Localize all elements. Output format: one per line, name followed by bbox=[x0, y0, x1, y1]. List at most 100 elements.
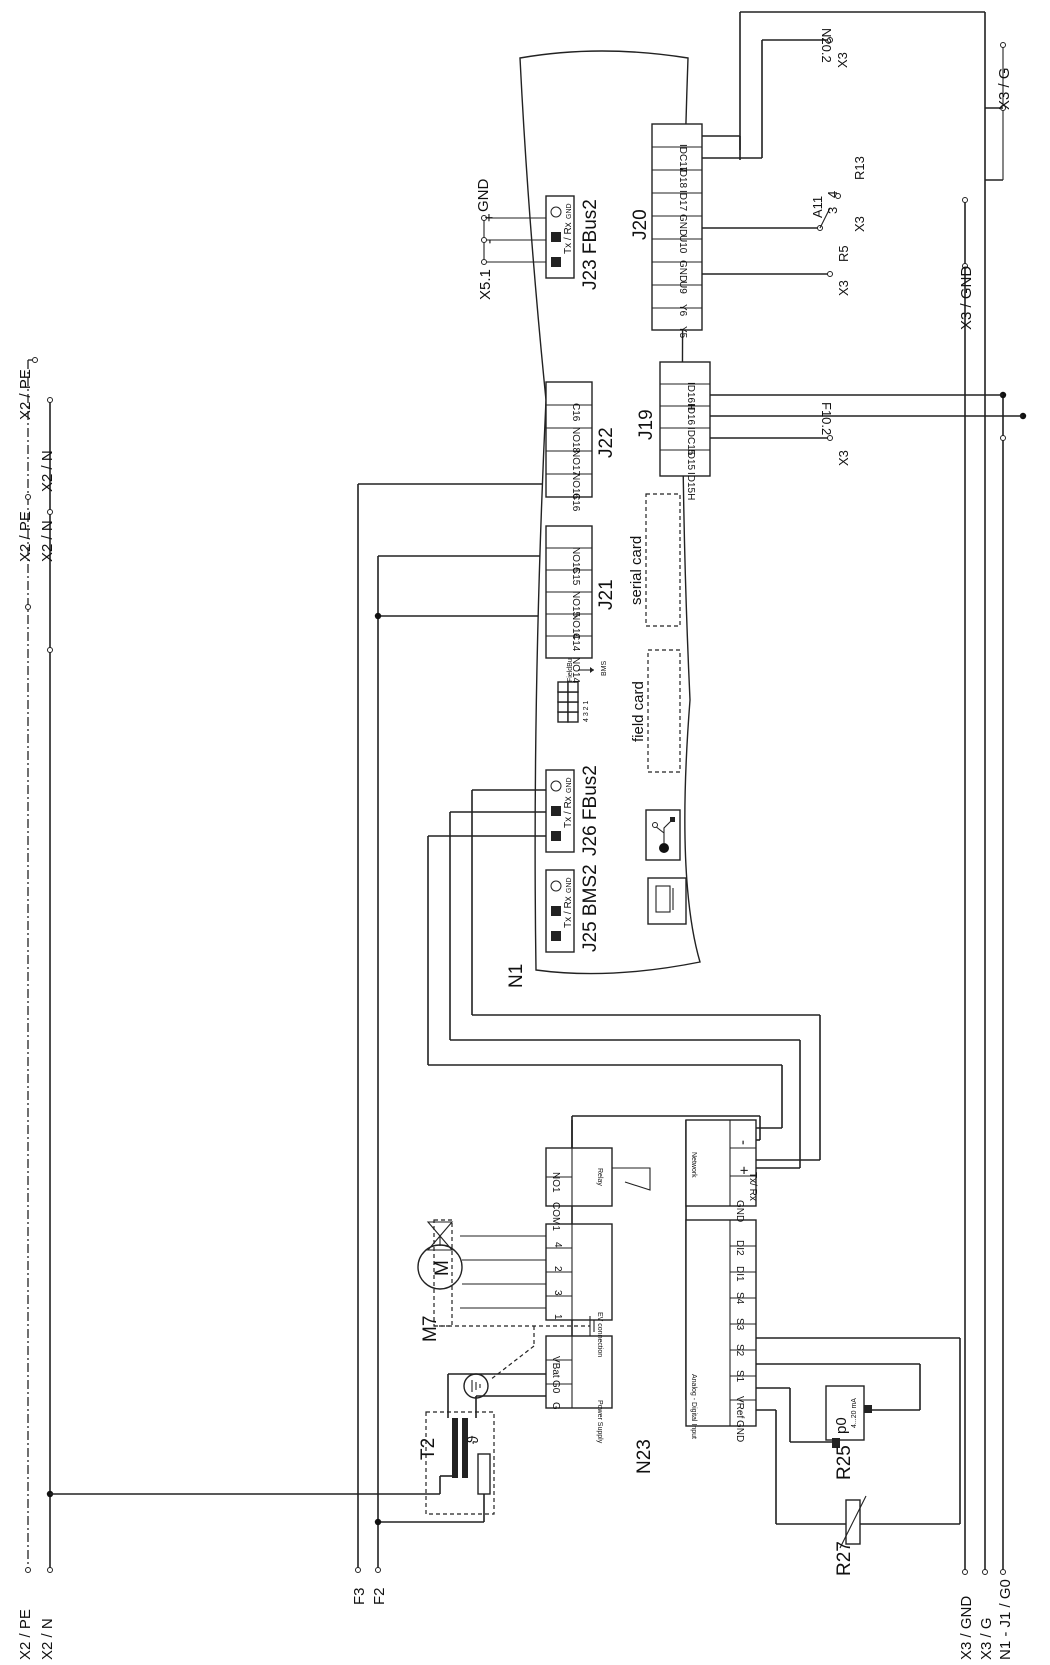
net-plus: + bbox=[735, 1166, 752, 1175]
j22-pin-2: NO16 bbox=[570, 473, 581, 500]
j23-label: J23 FBus2 bbox=[580, 199, 601, 290]
ps-pin-g: G bbox=[550, 1402, 561, 1410]
ps-pin-vbat: VBat bbox=[550, 1356, 561, 1378]
j19-label: J19 bbox=[636, 409, 657, 440]
j23-gnd: GND bbox=[566, 203, 573, 219]
analog-input-block bbox=[685, 1219, 757, 1427]
j21-pin-2: C14 bbox=[570, 633, 581, 652]
right-rails: X3 / GND X3 / G N1 - J1 / G0 X3 / GND X3… bbox=[739, 11, 1027, 1660]
ai-s3: S3 bbox=[734, 1318, 745, 1331]
x3-g-top-label: X3 / G bbox=[996, 67, 1013, 110]
ps-pin-g0: G0 bbox=[550, 1380, 561, 1394]
j25-gnd: GND bbox=[566, 877, 573, 893]
n1-label: N1 bbox=[506, 964, 527, 988]
field-card-label: field card bbox=[630, 681, 647, 742]
monitor-icon bbox=[655, 885, 671, 913]
driver-n23: N23 G G0 VBat Power Supply 1 3 2 4 EV co… bbox=[545, 1115, 761, 1474]
j20-pin-2: Y6 bbox=[677, 304, 688, 317]
x3-g-bottom-label: X3 / G bbox=[978, 1617, 995, 1660]
controller-n1: N1 Tx / Rx GND J25 BMS2 Tx / Rx GND J26 … bbox=[506, 50, 711, 988]
dip-bms: BMS bbox=[601, 661, 608, 677]
net-gnd: GND bbox=[734, 1200, 745, 1222]
x3-gnd-bottom-label: X3 / GND bbox=[958, 1596, 975, 1660]
x3-r13-label: X3 bbox=[852, 216, 867, 232]
j21-connector: NO14 C14 NO14 NO15 C15 NO15 J21 bbox=[545, 525, 617, 684]
j19-pin-4: ID16 bbox=[685, 404, 696, 426]
transformer-t2: ϑ T2 bbox=[418, 1373, 546, 1515]
pc-port-box bbox=[647, 877, 687, 925]
pe-mid-label: X2 / PE bbox=[17, 511, 34, 562]
relay-no1: NO1 bbox=[550, 1172, 561, 1193]
a11-pin-4: 4 bbox=[825, 191, 840, 198]
n23-label: N23 bbox=[634, 1439, 655, 1474]
j22-pin-4: NO18 bbox=[570, 427, 581, 454]
relay-com1: COM1 bbox=[550, 1202, 561, 1231]
x5-1-terminal: + - GND X5.1 bbox=[475, 179, 546, 300]
j21-pin-3: NO14 bbox=[570, 613, 581, 640]
dip-numbers: 4 3 2 1 bbox=[583, 700, 590, 722]
p0-label: p0 bbox=[833, 1417, 850, 1434]
ai-gnd: GND bbox=[734, 1420, 745, 1442]
j20-pin-8: ID18 bbox=[677, 167, 688, 189]
dip-fieldbus: FieldBus bbox=[567, 654, 574, 682]
j22-pin-1: C16 bbox=[570, 493, 581, 512]
j20-pin-4: GND bbox=[677, 260, 688, 282]
net-title: Network bbox=[690, 1152, 697, 1178]
f2-label: F2 bbox=[371, 1587, 388, 1605]
x3-f10-label: X3 bbox=[836, 450, 851, 466]
ai-s4: S4 bbox=[734, 1292, 745, 1305]
valve-icon bbox=[426, 1221, 454, 1251]
j22-pin-3: NO17 bbox=[570, 450, 581, 477]
left-power-rails: X2 / PE X2 / N X2 / PE X2 / N X2 / PE X2… bbox=[17, 357, 440, 1660]
j26-txrx: Tx / Rx bbox=[563, 796, 574, 828]
r13-label: R13 bbox=[852, 156, 867, 180]
pe-top-label: X2 / PE bbox=[17, 369, 34, 420]
j19-connector: ID15H ID15 IDC15 ID16 ID16H J19 bbox=[636, 361, 711, 500]
eev-pin-1: 1 bbox=[552, 1314, 563, 1320]
fuse-feeds: F3 F2 bbox=[351, 483, 546, 1605]
field-card-slot bbox=[647, 649, 681, 773]
j25-txrx: Tx / Rx bbox=[563, 896, 574, 928]
signal-wires: N20.2 X3 A11 3 4 R13 X3 R5 X3 F10.2 X3 bbox=[702, 28, 1023, 466]
eev-pin-3: 3 bbox=[552, 1290, 563, 1296]
j19-pin-3: IDC15 bbox=[685, 427, 696, 456]
j25-label: J25 BMS2 bbox=[580, 864, 601, 952]
j21-pin-6: NO15 bbox=[570, 547, 581, 574]
j22-label: J22 bbox=[596, 427, 617, 458]
n-mid-label: X2 / N bbox=[39, 520, 56, 562]
r27-label: R27 bbox=[834, 1541, 855, 1576]
sensor-r25: p0 4...20 mA R25 bbox=[756, 1363, 921, 1480]
ai-vref: VRef bbox=[734, 1396, 745, 1418]
j20-pin-6: GND bbox=[677, 214, 688, 236]
a11-label: A11 bbox=[810, 196, 825, 218]
j21-pin-4: NO15 bbox=[570, 591, 581, 618]
n20-2-label: N20.2 bbox=[819, 28, 834, 63]
j20-label: J20 bbox=[630, 209, 651, 240]
j20-pin-1: Y5 bbox=[677, 326, 688, 339]
j19-pin-2: ID15 bbox=[685, 449, 696, 471]
n1-j1-g0-label: N1 - J1 / G0 bbox=[997, 1579, 1014, 1660]
f3-label: F3 bbox=[351, 1587, 368, 1605]
n-bottom-label: X2 / N bbox=[39, 1618, 56, 1660]
eev-pin-4: 4 bbox=[552, 1242, 563, 1248]
f10-2-label: F10.2 bbox=[819, 402, 834, 435]
j22-connector: C16 NO16 NO17 NO18 C16 J22 bbox=[545, 381, 617, 512]
eev-pin-2: 2 bbox=[552, 1266, 563, 1272]
relay-title: Relay bbox=[596, 1168, 603, 1186]
usb-icon bbox=[659, 843, 669, 853]
x3-gnd-top-label: X3 / GND bbox=[958, 266, 975, 330]
x5-1-gnd: GND bbox=[475, 179, 492, 213]
j22-pin-5: C16 bbox=[570, 403, 581, 422]
sensor-r27: R27 bbox=[756, 1337, 961, 1576]
j20-connector: Y5 Y6 U9 GND U10 GND ID17 ID18 IDC17 J20 bbox=[630, 123, 703, 339]
net-txrx: Tx/ Rx bbox=[747, 1172, 758, 1201]
motor-m-label: M bbox=[432, 1260, 453, 1276]
network-cabling bbox=[427, 789, 821, 1169]
dip-switch: 4 3 2 1 FieldBus BMS bbox=[557, 654, 608, 723]
j20-pin-7: ID17 bbox=[677, 190, 688, 212]
r25-range: 4...20 mA bbox=[851, 1398, 858, 1428]
j19-pin-5: ID16H bbox=[685, 382, 696, 410]
r5-label: R5 bbox=[836, 245, 851, 262]
t2-label: T2 bbox=[418, 1438, 439, 1460]
